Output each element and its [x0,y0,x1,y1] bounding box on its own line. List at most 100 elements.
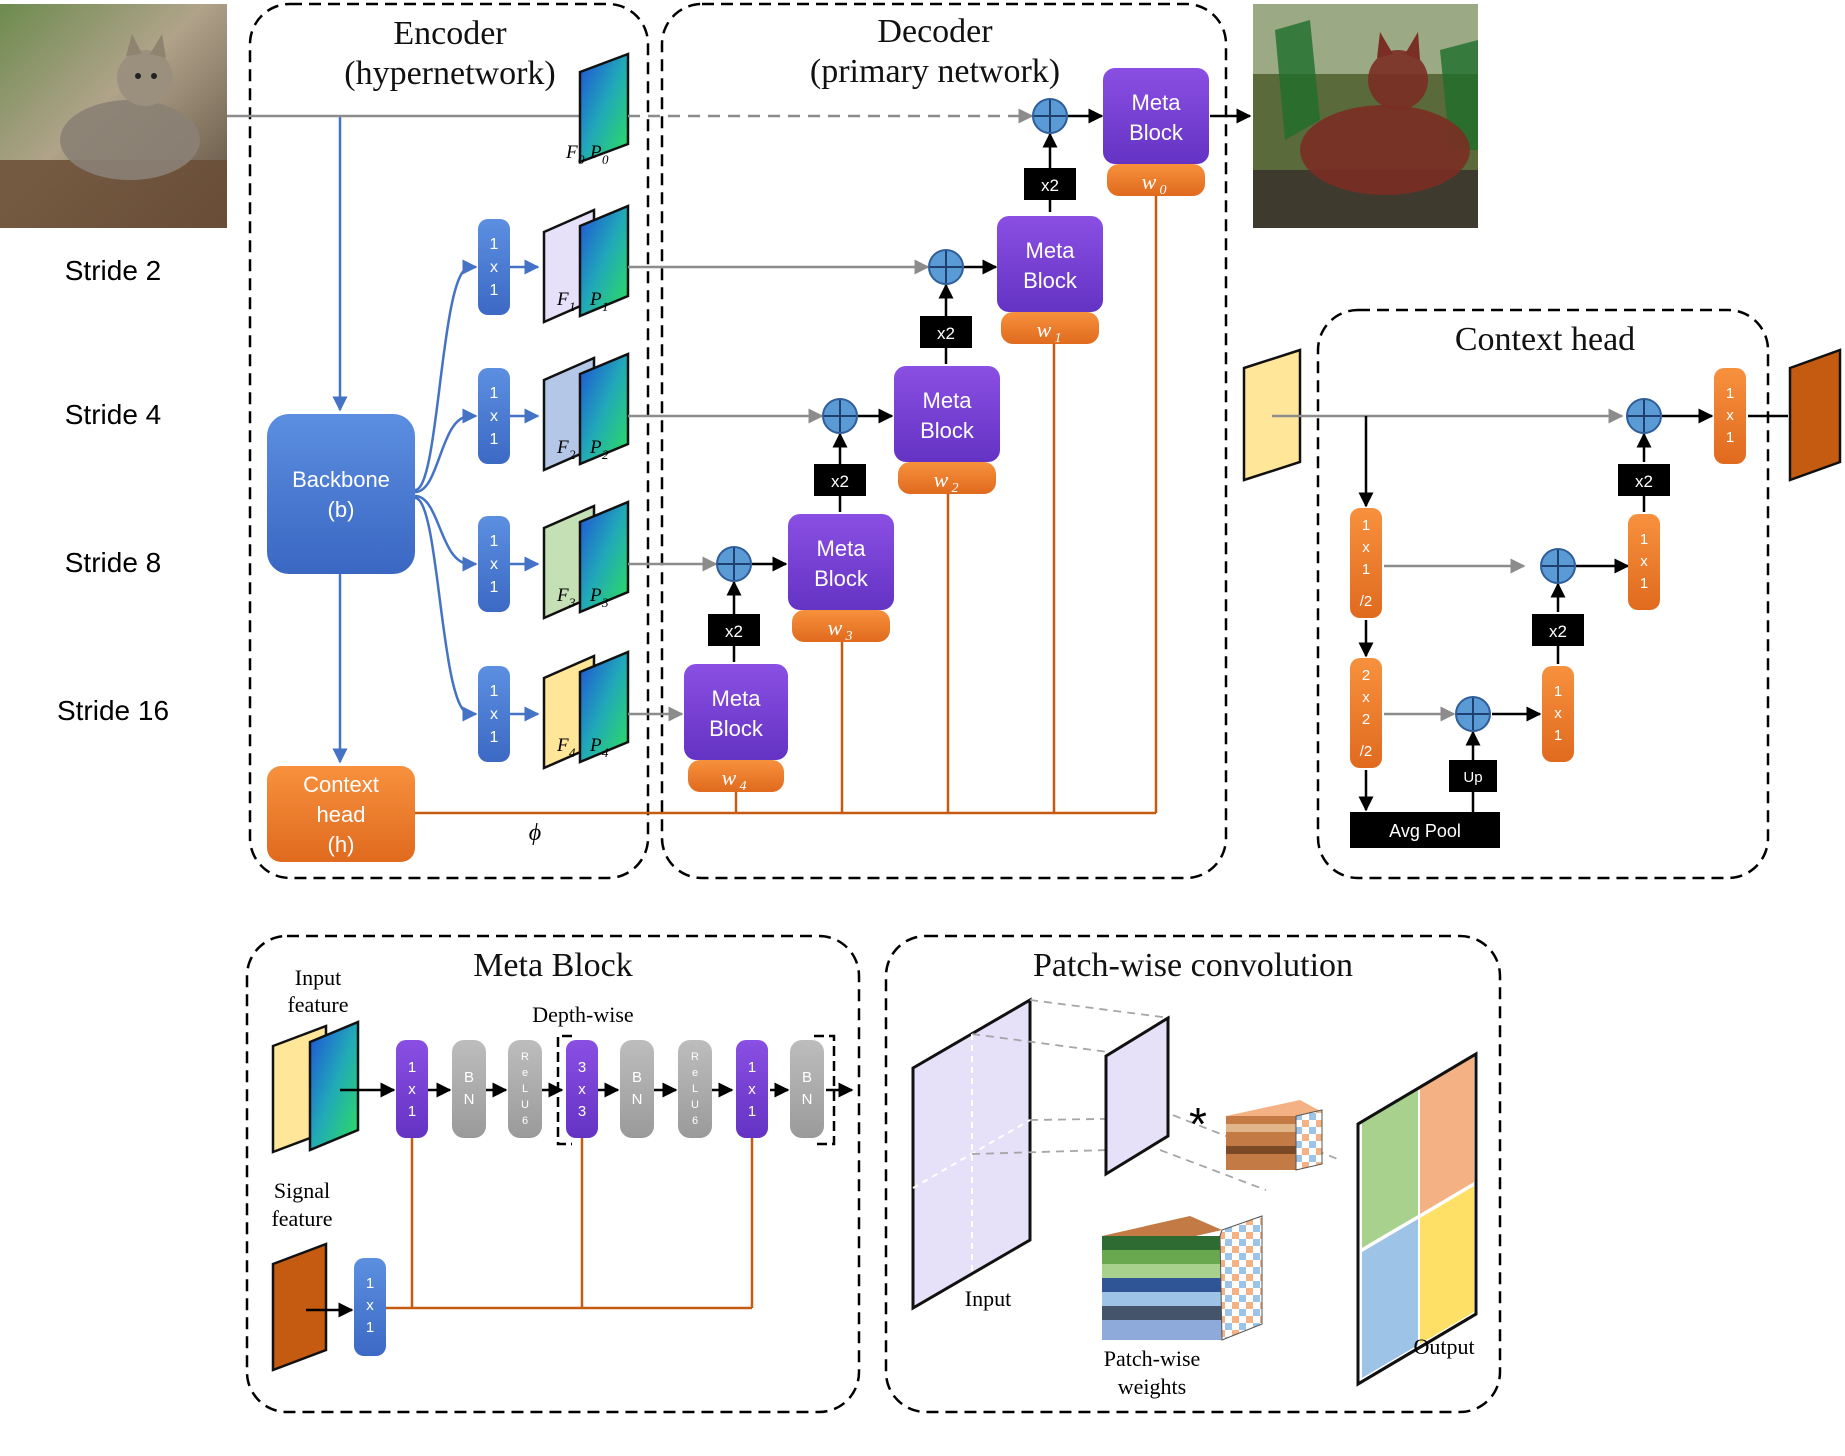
add-node [928,249,964,285]
patch-weights-label: Patch-wise [1104,1346,1201,1371]
weight-label-w: w [934,467,949,492]
conv-digit: 1 [366,1275,374,1292]
conv-1x1-stride16[interactable]: 1 x 1 [478,666,510,762]
signal-conv-1x1[interactable]: 1 x 1 [354,1258,386,1356]
meta-block-label: Block [1129,120,1184,145]
conv-digit: 1 [1554,727,1562,744]
conv-digit: x [748,1081,756,1098]
feature-label-p: P [589,585,602,606]
upsample-x2: x2 [814,464,866,496]
meta-signal-feature [271,1242,328,1372]
meta-block-label: Meta [1026,238,1076,263]
backbone-node[interactable]: Backbone (b) [267,414,415,574]
conv-digit: 1 [1726,385,1734,402]
decoder-panel [660,2,1228,880]
meta-block-2[interactable]: Meta Block w 2 [894,366,1000,496]
conv-digit: 1 [490,282,499,299]
depth-wise-bracket-right [814,1034,836,1146]
conv-digit: 1 [490,385,499,402]
meta-block-panel [245,934,861,1414]
conv-digit: 1 [490,236,499,253]
conv-digit: 1 [490,533,499,550]
meta-block-3[interactable]: Meta Block w 3 [788,514,894,644]
conv-digit: x [578,1081,586,1098]
upsample-label: x2 [831,472,849,491]
conv-digit: 1 [1726,429,1734,446]
context-conv-a[interactable]: 1 x 1 /2 [1350,508,1382,618]
add-node [716,546,752,582]
meta-bn-a: B N [452,1040,486,1138]
meta-bn-b: B N [620,1040,654,1138]
weight-label-sub: 4 [740,779,747,794]
depth-wise-bracket-left [556,1034,572,1146]
encoder-connectors [332,116,540,764]
upsample-label: x2 [1635,472,1653,491]
meta-conv-1x1-b[interactable]: 1 x 1 [736,1040,768,1138]
context-head-label: (h) [328,832,355,857]
meta-block-label: Meta [1132,90,1182,115]
feature-label-f-sub: 4 [569,745,576,760]
meta-block-0[interactable]: Meta Block w 0 [1103,68,1209,198]
stride-label: Stride 2 [65,255,162,286]
upsample-x2: x2 [1618,464,1670,496]
patch-window [1104,1015,1170,1177]
meta-weight-connectors [386,1136,754,1310]
conv-digit: 1 [1640,575,1648,592]
meta-conv-1x1-a[interactable]: 1 x 1 [396,1040,428,1138]
conv-digit: 1 [408,1103,416,1120]
feature-map-f1-p1: F 1 P 1 [542,204,630,324]
conv-1x1-stride2[interactable]: 1 x 1 [478,219,510,315]
conv-digit: x [490,556,498,573]
signal-feature-label: feature [271,1206,332,1231]
conv-1x1-stride8[interactable]: 1 x 1 [478,516,510,612]
context-head-connectors [1272,408,1624,722]
conv-digit: x [1726,407,1734,424]
meta-block-4[interactable]: Meta Block w 4 [684,664,788,794]
context-conv-b[interactable]: 2 x 2 /2 [1350,658,1382,768]
feature-map-f4-p4: F 4 P 4 [542,650,630,770]
output-segmentation-image [1253,4,1478,228]
weight-label-w: w [722,765,737,790]
conv-digit: 2 [1362,667,1370,684]
upsample-x2: x2 [708,614,760,646]
decoder-title: Decoder [877,13,993,50]
bn-letter: B [632,1069,642,1086]
relu-letter: R [521,1051,529,1063]
conv-digit: 1 [1362,561,1370,578]
meta-conv-3x3[interactable]: 3 x 3 [566,1040,598,1138]
add-node [1540,548,1576,584]
meta-bn-c: B N [790,1040,824,1138]
weight-connectors [415,194,1158,815]
weight-label-w: w [828,615,843,640]
backbone-label: Backbone [292,467,390,492]
conv-1x1-stride4[interactable]: 1 x 1 [478,368,510,464]
meta-block-label: Block [1023,268,1078,293]
meta-relu6-b: R e L U 6 [678,1040,712,1138]
upsample-x2: x2 [920,316,972,348]
meta-block-flow [306,1082,854,1318]
upsample-label: x2 [1041,176,1059,195]
input-feature-label: Input [295,965,341,990]
meta-block-1[interactable]: Meta Block w 1 [997,216,1103,346]
feature-label-f-sub: 2 [569,447,576,462]
relu-letter: e [522,1067,528,1079]
encoder-panel [248,2,650,880]
context-head-panel [1316,308,1770,880]
feature-map-f3-p3: F 3 P 3 [542,500,630,620]
add-node [1626,398,1662,434]
avg-pool-label: Avg Pool [1389,821,1461,841]
feature-label-p-sub: 0 [602,152,609,167]
feature-label-f-sub: 3 [568,595,576,610]
weight-label-sub: 3 [845,629,853,644]
context-conv-c[interactable]: 1 x 1 [1542,666,1574,762]
context-conv-d[interactable]: 1 x 1 [1628,514,1660,610]
context-conv-out[interactable]: 1 x 1 [1714,368,1746,464]
meta-block-label: Block [920,418,975,443]
add-node [1032,98,1068,134]
conv-digit: 1 [490,431,499,448]
convolution-operator: * [1189,1098,1207,1150]
feature-label-p: P [589,289,602,310]
context-head-node[interactable]: Context head (h) [267,766,415,862]
conv-digit: x [366,1297,374,1314]
